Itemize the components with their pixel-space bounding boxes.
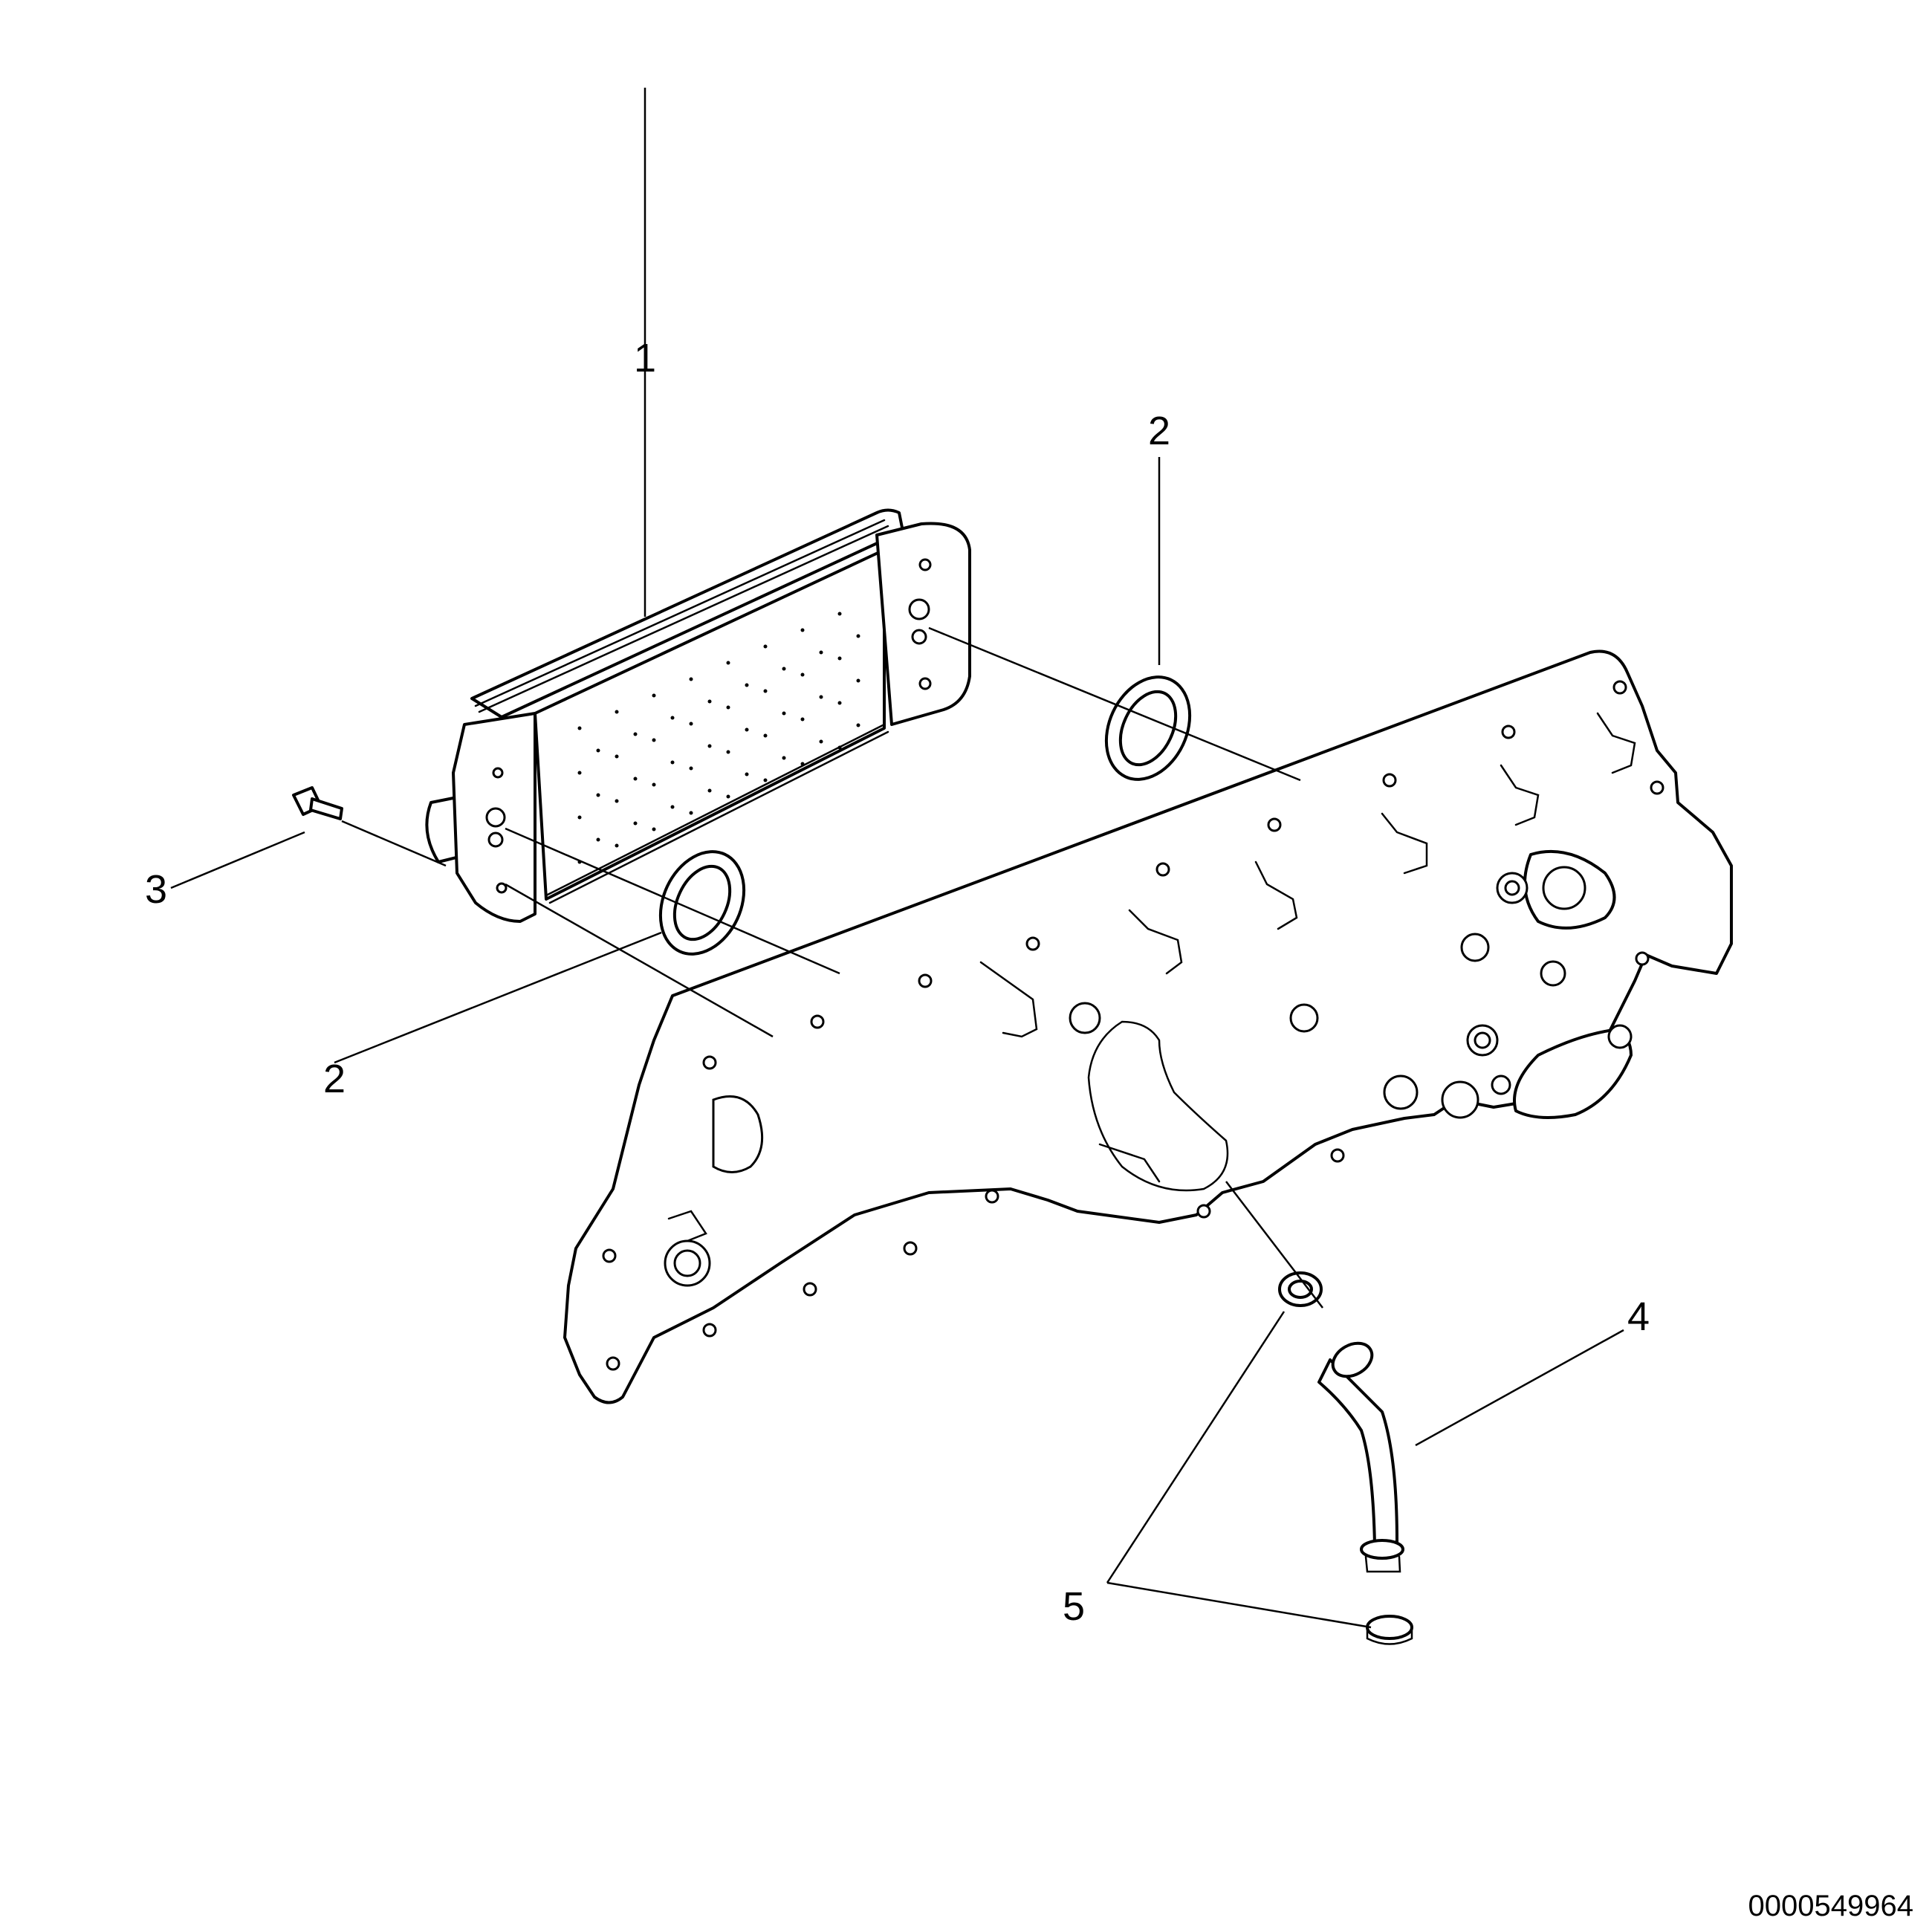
callout-1: 1: [634, 336, 656, 380]
engine-housing: [563, 649, 1733, 1404]
seal-ring-lower: [1366, 1615, 1413, 1645]
oil-cooler: [425, 508, 971, 923]
callout-4: 4: [1627, 1294, 1650, 1339]
callout-3: 3: [145, 867, 167, 912]
leader-lines: [170, 88, 1624, 1629]
gasket-upper: [1104, 675, 1192, 781]
callout-5: 5: [1063, 1584, 1085, 1629]
callout-2-upper: 2: [1148, 409, 1170, 453]
drawing-number: 0000549964: [1748, 1890, 1913, 1922]
tube: [1317, 1341, 1404, 1573]
gasket-lower: [658, 850, 746, 956]
callout-2-lower: 2: [323, 1057, 346, 1101]
bolt: [292, 786, 343, 820]
cooler-fin-dots: [577, 612, 860, 864]
